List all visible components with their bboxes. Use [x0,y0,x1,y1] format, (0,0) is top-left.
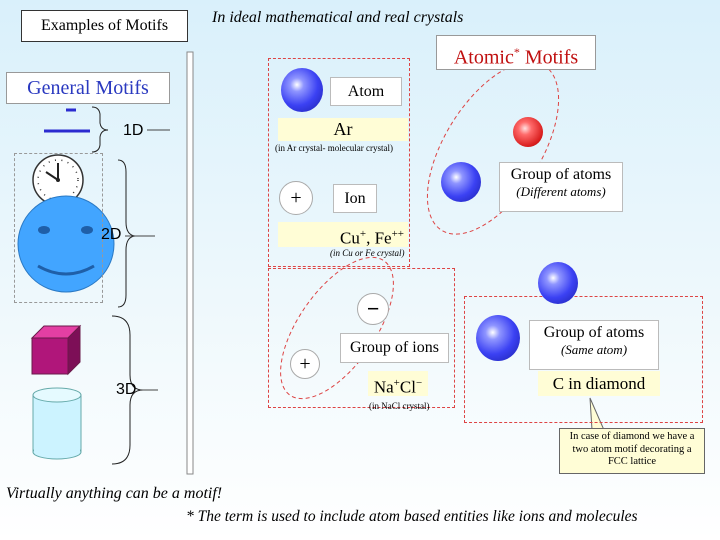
line-segment-icon [44,108,90,133]
same-atom-region [464,296,703,423]
label-1d: 1D [123,122,144,139]
ion-group-region [268,268,455,408]
vertical-divider [186,51,194,475]
diamond-example-box: C in diamond [538,371,660,396]
ion-label-box: Ion [333,184,377,213]
atomic-motifs-title-box: Atomic* Motifs [436,35,596,70]
nacl-na: Na [373,377,394,397]
group-different-sublabel: (Different atoms) [516,184,606,199]
atom-note: (in Ar crystal- molecular crystal) [275,143,393,153]
brace-1d [91,106,109,153]
atom-example-box: Ar [278,118,408,141]
ion-plus-box: + [279,181,313,215]
ion-plus2-box: + [290,349,320,379]
nacl-na-sup: + [393,377,400,389]
footer-line-2: * The term is used to include atom based… [186,508,638,525]
cube-icon [30,324,82,376]
label-3d: 3D [116,381,137,398]
ion-example-sep: , Fe [366,228,392,248]
atomic-motifs-star: * [513,45,520,59]
clock-icon [32,154,84,206]
diamond-callout: In case of diamond we have a two atom mo… [559,428,705,474]
clock-frame [14,153,103,303]
label-2d: 2D [101,226,122,243]
atom-sphere [281,68,323,112]
diamond-example: C in diamond [552,374,646,393]
ellipse-different-atoms [426,61,560,235]
ion-example-cu: Cu [340,228,360,248]
examples-title: Examples of Motifs [40,17,169,34]
red-atom-sphere [513,117,543,147]
ion-label: Ion [344,190,366,207]
group-different-box: Group of atoms (Different atoms) [499,162,623,212]
atomic-motifs-title: Atomic [453,46,514,69]
general-motifs-title: General Motifs [27,77,149,99]
nacl-note: (in NaCl crystal) [369,401,430,411]
nacl-cl: Cl [399,377,416,397]
atom-label-box: Atom [330,77,402,106]
group-ions-label: Group of ions [350,339,439,356]
footer-line-1: Virtually anything can be a motif! [6,485,223,502]
blue-atom-sphere [441,162,481,202]
group-ions-box: Group of ions [340,333,449,363]
ion-minus-box: − [357,293,389,325]
subtitle: In ideal mathematical and real crystals [212,9,464,26]
diamond-callout-text: In case of diamond we have a two atom mo… [569,431,695,467]
smiley-face-icon [17,195,115,293]
group-same-label: Group of atoms [543,324,645,341]
diamond-atom-1 [476,315,520,361]
ion-example-box: Cu+, Fe++ [278,222,408,248]
nacl-example-box: Na+Cl− [368,371,428,397]
ion-minus-sign: − [366,296,380,321]
group-same-sublabel: (Same atom) [560,342,628,357]
atom-example: Ar [333,119,353,139]
nacl-cl-sup: − [415,377,423,389]
ion-plus-sign: + [290,187,302,209]
group-different-label: Group of atoms [510,166,612,183]
atom-label: Atom [347,83,385,100]
ion-example-cu-sup: + [359,228,367,240]
cylinder-icon [32,387,82,460]
atomic-motifs-title-end: Motifs [519,46,579,69]
ion-example-fe-sup: ++ [391,228,404,240]
ion-plus2-sign: + [299,353,311,375]
group-same-box: Group of atoms (Same atom) [529,320,659,370]
examples-title-box: Examples of Motifs [21,10,188,42]
atom-region [268,58,410,267]
general-motifs-box: General Motifs [6,72,170,104]
ion-note: (in Cu or Fe crystal) [330,248,405,258]
diamond-atom-2 [538,262,578,304]
